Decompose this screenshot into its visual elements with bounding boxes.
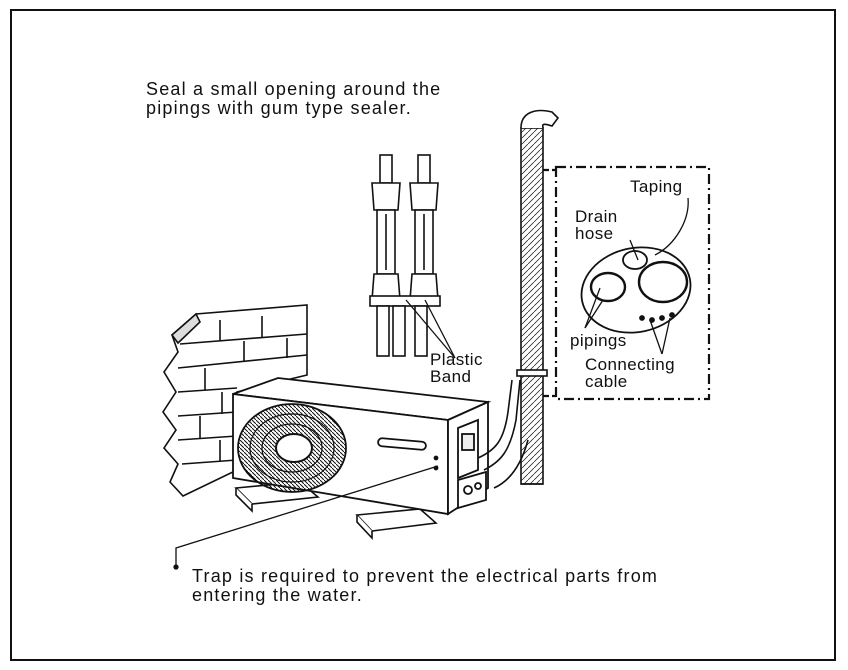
bundle-cross-section	[580, 246, 692, 334]
pipe-pair-fittings	[369, 154, 441, 357]
outdoor-unit	[232, 377, 492, 516]
trap-note: Trap is required to prevent the electric…	[192, 566, 659, 605]
leader-lines	[173, 197, 689, 570]
connecting-cable-label: Connecting cable	[585, 355, 676, 391]
seal-note: Seal a small opening around the pipings …	[146, 79, 442, 118]
diagram-frame	[10, 9, 836, 661]
vertical-pipe	[516, 109, 560, 485]
pipings-label: pipings	[570, 331, 627, 350]
detail-callout	[543, 165, 711, 401]
plastic-band-label: Plastic Band	[430, 350, 483, 386]
taping-label: Taping	[630, 177, 683, 196]
drain-hose-label: Drain hose	[575, 207, 618, 243]
